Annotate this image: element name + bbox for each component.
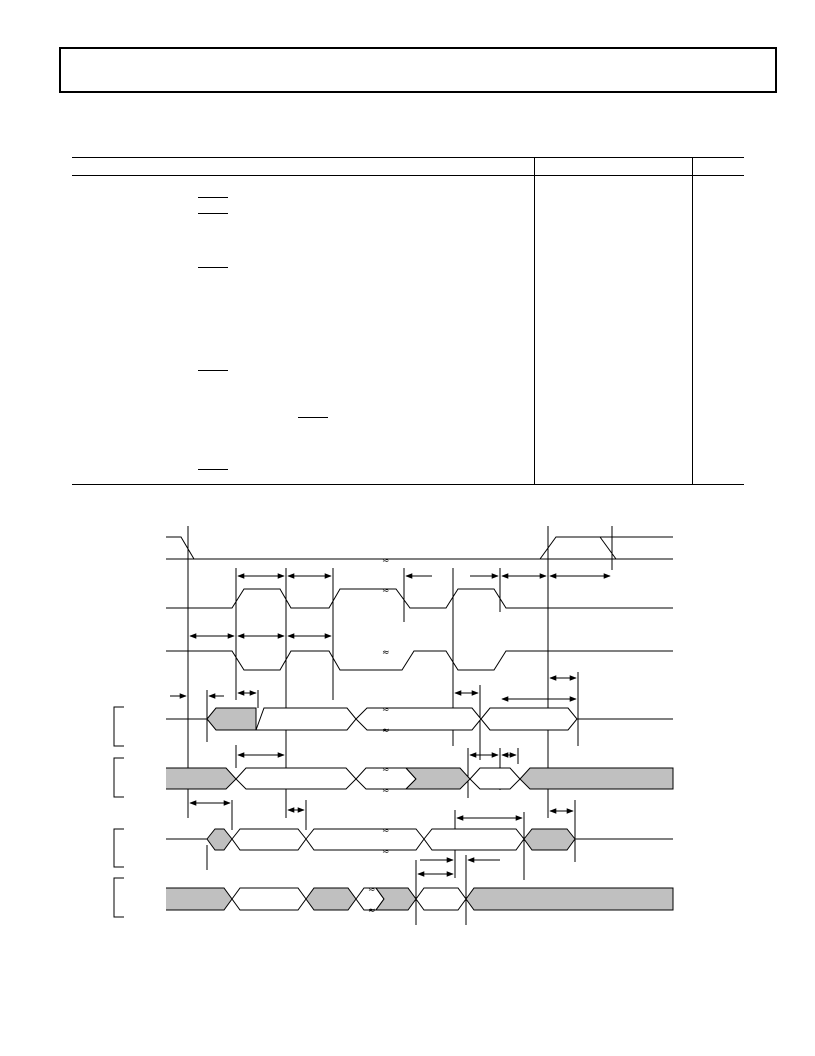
- overline-bar: [198, 267, 228, 268]
- table-column-divider-2: [692, 157, 693, 485]
- overline-bar: [298, 417, 328, 418]
- svg-text:≈: ≈: [382, 847, 390, 857]
- break-marks: ≈ ≈ ≈ ≈ ≈ ≈ ≈ ≈ ≈ ≈ ≈: [368, 556, 390, 916]
- signal-trace-2: [166, 588, 673, 609]
- svg-text:≈: ≈: [368, 906, 376, 916]
- left-brackets: [113, 706, 124, 918]
- svg-text:≈: ≈: [382, 726, 390, 736]
- table-top-rule: [72, 157, 744, 158]
- svg-text:≈: ≈: [382, 786, 390, 796]
- svg-text:≈: ≈: [368, 885, 376, 895]
- svg-text:≈: ≈: [382, 826, 390, 836]
- signal-trace-3: [166, 650, 673, 671]
- bus-trace-3: [166, 828, 673, 851]
- overline-bar: [198, 469, 228, 470]
- overline-bar: [198, 197, 228, 198]
- bus-trace-1: [166, 707, 673, 731]
- table-bottom-rule: [72, 484, 744, 485]
- spec-table: [72, 157, 744, 485]
- table-header-rule: [72, 175, 744, 176]
- svg-text:≈: ≈: [382, 556, 390, 566]
- table-column-divider-1: [534, 157, 535, 485]
- bus-trace-4: [166, 887, 674, 911]
- bus-trace-2: [166, 767, 674, 790]
- svg-text:≈: ≈: [382, 705, 390, 715]
- overline-bar: [198, 213, 228, 214]
- svg-text:≈: ≈: [382, 648, 390, 658]
- overline-bar: [198, 370, 228, 371]
- signal-trace-1: [166, 536, 673, 560]
- svg-text:≈: ≈: [382, 765, 390, 775]
- page-header-box: [59, 47, 777, 93]
- timing-arrows: [170, 573, 611, 877]
- svg-text:≈: ≈: [382, 586, 390, 596]
